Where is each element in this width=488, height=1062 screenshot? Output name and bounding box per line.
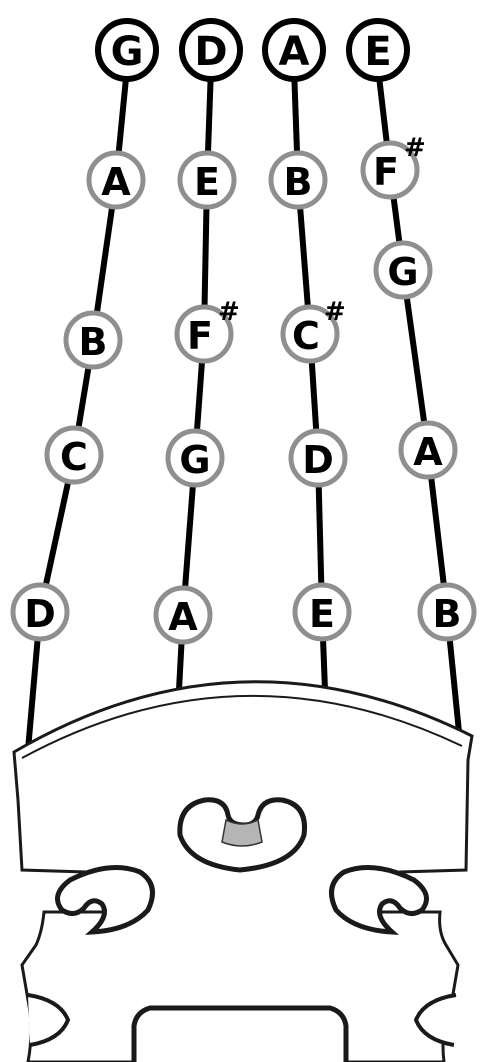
note-label: G [387, 250, 418, 294]
note-g-string-a: A [86, 150, 146, 210]
note-d-string-a-circle [153, 585, 213, 645]
open-string-d-circle [179, 18, 243, 82]
sharp-sign: # [404, 133, 426, 163]
note-d-string-g-circle [165, 428, 225, 488]
open-string-g: G [95, 18, 159, 82]
note-a-string-d: D [288, 428, 348, 488]
note-label: D [302, 438, 334, 482]
note-g-string-d-circle [10, 582, 70, 642]
note-label: D [24, 592, 56, 636]
note-a-string-b: B [268, 150, 328, 210]
note-label: B [284, 160, 313, 204]
note-label: G [179, 438, 210, 482]
note-g-string-d: D [10, 582, 70, 642]
note-a-string-d-circle [288, 428, 348, 488]
open-string-g-circle [95, 18, 159, 82]
violin-bridge [12, 680, 474, 1062]
sharp-sign: # [218, 297, 240, 327]
bridge-feet-arch [131, 1005, 349, 1062]
note-e-string-f-sharp: F# [360, 133, 426, 200]
note-d-string-g: G [165, 428, 225, 488]
note-label: B [79, 320, 108, 364]
bridge-top-edge [21, 694, 463, 759]
note-label: F [187, 314, 213, 358]
note-e-string-b: B [417, 582, 477, 642]
note-d-string-f-sharp-circle [174, 304, 234, 364]
note-e-string-g: G [373, 240, 433, 300]
bridge-right-notch [413, 993, 457, 1047]
note-label: C [60, 435, 88, 479]
note-g-string-c-circle [44, 425, 104, 485]
note-e-string-f-sharp-circle [360, 140, 420, 200]
sharp-sign: # [324, 297, 346, 327]
open-string-e-circle [346, 18, 410, 82]
bridge-left-notch [27, 993, 71, 1047]
note-d-string-a: A [153, 585, 213, 645]
note-g-string-b-circle [63, 310, 123, 370]
note-label: A [168, 595, 198, 639]
bridge-left-cutout [55, 865, 155, 935]
note-label: A [413, 430, 443, 474]
note-label: E [194, 160, 220, 204]
open-string-d: D [179, 18, 243, 82]
note-label: E [309, 592, 335, 636]
note-label: F [373, 150, 399, 194]
open-string-a-circle [262, 18, 326, 82]
note-a-string-b-circle [268, 150, 328, 210]
note-label: C [292, 314, 320, 358]
note-d-string-e-circle [177, 150, 237, 210]
open-string-label: D [194, 29, 227, 75]
note-label: B [433, 592, 462, 636]
note-label: A [101, 160, 131, 204]
note-e-string-g-circle [373, 240, 433, 300]
open-string-label: A [279, 29, 310, 75]
open-string-label: E [364, 29, 391, 75]
note-g-string-b: B [63, 310, 123, 370]
note-a-string-e: E [292, 582, 352, 642]
note-d-string-e: E [177, 150, 237, 210]
note-d-string-f-sharp: F# [174, 297, 240, 364]
bridge-heart-hatch [221, 818, 263, 847]
note-e-string-b-circle [417, 582, 477, 642]
note-a-string-e-circle [292, 582, 352, 642]
note-e-string-a-circle [398, 420, 458, 480]
note-e-string-a: A [398, 420, 458, 480]
note-g-string-a-circle [86, 150, 146, 210]
open-string-a: A [262, 18, 326, 82]
bridge-right-cutout [329, 865, 429, 935]
open-string-e: E [346, 18, 410, 82]
open-string-label: G [111, 29, 144, 75]
note-a-string-c-sharp-circle [280, 304, 340, 364]
note-a-string-c-sharp: C# [280, 297, 346, 364]
note-g-string-c: C [44, 425, 104, 485]
